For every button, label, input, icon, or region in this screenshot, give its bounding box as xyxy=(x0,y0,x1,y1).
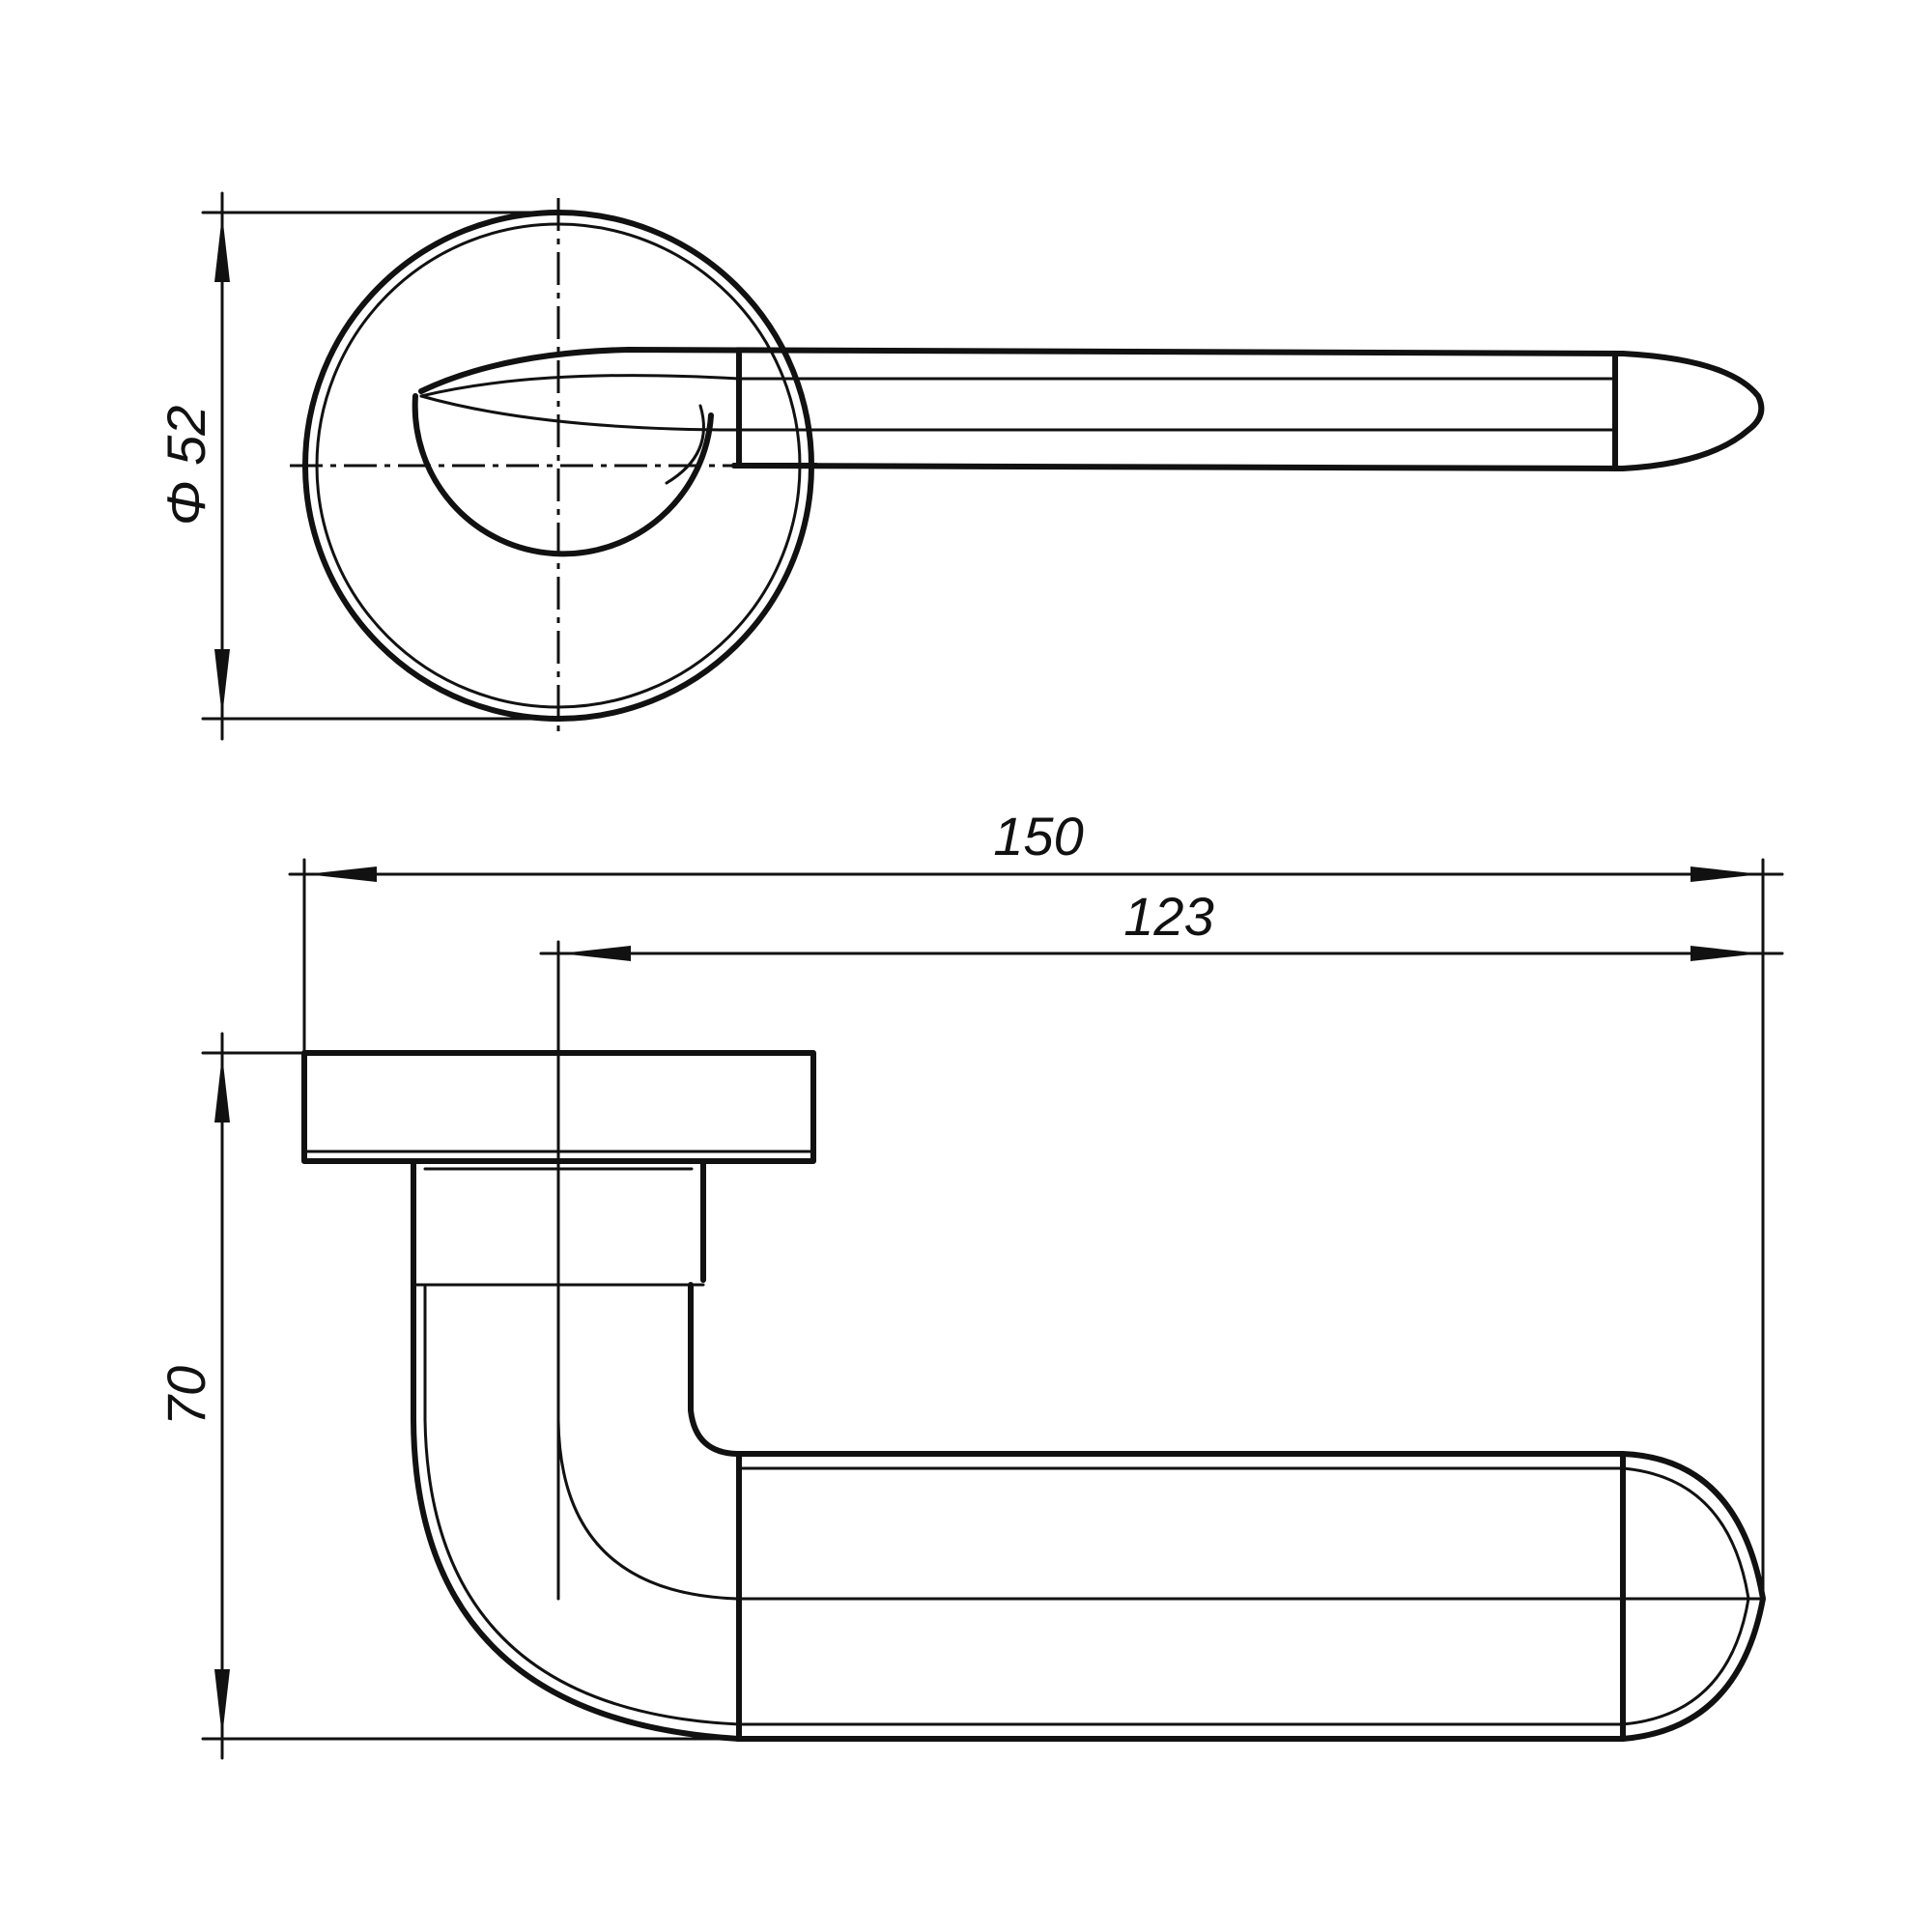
lever-side-outline xyxy=(411,1277,1766,1742)
lever-side-tip-inner xyxy=(1621,1466,1750,1726)
height-arrow-top xyxy=(214,1055,230,1122)
side-view: 150 123 70 xyxy=(156,806,1784,1760)
lever-outline-top xyxy=(418,347,1765,471)
overall-length-arrow-right xyxy=(1690,867,1761,882)
diameter-arrow-top xyxy=(214,214,230,282)
lever-taper-lower xyxy=(419,394,741,432)
lever-taper-upper xyxy=(419,374,741,398)
height-arrow-bottom xyxy=(214,1669,230,1737)
neck-curve-detail xyxy=(665,404,705,485)
lever-side-inner-curve xyxy=(423,1283,741,1726)
lever-length-arrow-right xyxy=(1690,946,1761,961)
height-label: 70 xyxy=(156,1366,216,1426)
neck-circle xyxy=(412,393,714,557)
lever-length-arrow-left xyxy=(560,946,631,961)
lever-centerline-curve xyxy=(556,1418,741,1601)
lever-length-label: 123 xyxy=(1123,886,1213,947)
top-view: Φ 52 xyxy=(156,191,1765,741)
diameter-arrow-bottom xyxy=(214,649,230,717)
diameter-label: Φ 52 xyxy=(156,406,216,526)
overall-length-arrow-left xyxy=(306,867,377,882)
overall-length-label: 150 xyxy=(993,806,1083,867)
